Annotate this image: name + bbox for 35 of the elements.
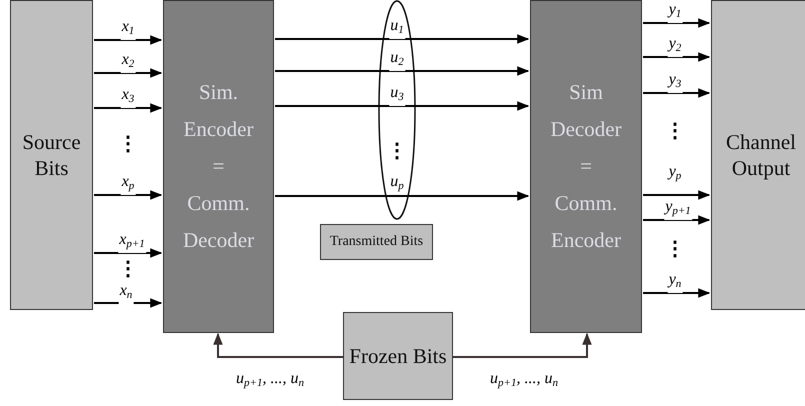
box-label: Source Bits xyxy=(21,129,82,181)
process-box xyxy=(10,0,93,310)
box-label: Channel Output xyxy=(725,129,797,181)
caption-box xyxy=(320,224,433,260)
arrow xyxy=(275,34,530,44)
process-box xyxy=(711,0,805,310)
box-label: Sim. Encoder = Comm. Decoder xyxy=(182,79,256,254)
ellipsis-label: ⋮ xyxy=(118,258,138,280)
arrow xyxy=(643,190,710,200)
arrow xyxy=(94,68,162,78)
arrow xyxy=(643,88,710,98)
box-label: Sim Decoder = Comm. Encoder xyxy=(549,79,623,254)
ellipsis-label: ⋮ xyxy=(665,120,685,142)
process-box xyxy=(163,0,274,333)
arrow xyxy=(275,101,530,111)
arrow xyxy=(94,248,162,258)
arrow xyxy=(643,215,710,225)
process-box xyxy=(343,312,453,400)
arrow xyxy=(94,190,162,200)
box-label: Transmitted Bits xyxy=(328,233,424,251)
ellipsis-label: ⋮ xyxy=(118,133,138,155)
ellipsis-label: ⋮ xyxy=(665,238,685,260)
arrow xyxy=(643,288,710,298)
arrow xyxy=(275,66,530,76)
arrow xyxy=(94,298,162,308)
arrow xyxy=(94,103,162,113)
arrow xyxy=(453,332,592,358)
arrow xyxy=(643,52,710,62)
arrow xyxy=(275,191,530,201)
process-box xyxy=(530,0,642,333)
ellipsis-label: ⋮ xyxy=(387,140,407,162)
box-label: Frozen Bits xyxy=(348,343,448,369)
arrow xyxy=(213,332,343,358)
arrow xyxy=(94,35,162,45)
arrow xyxy=(643,18,710,28)
